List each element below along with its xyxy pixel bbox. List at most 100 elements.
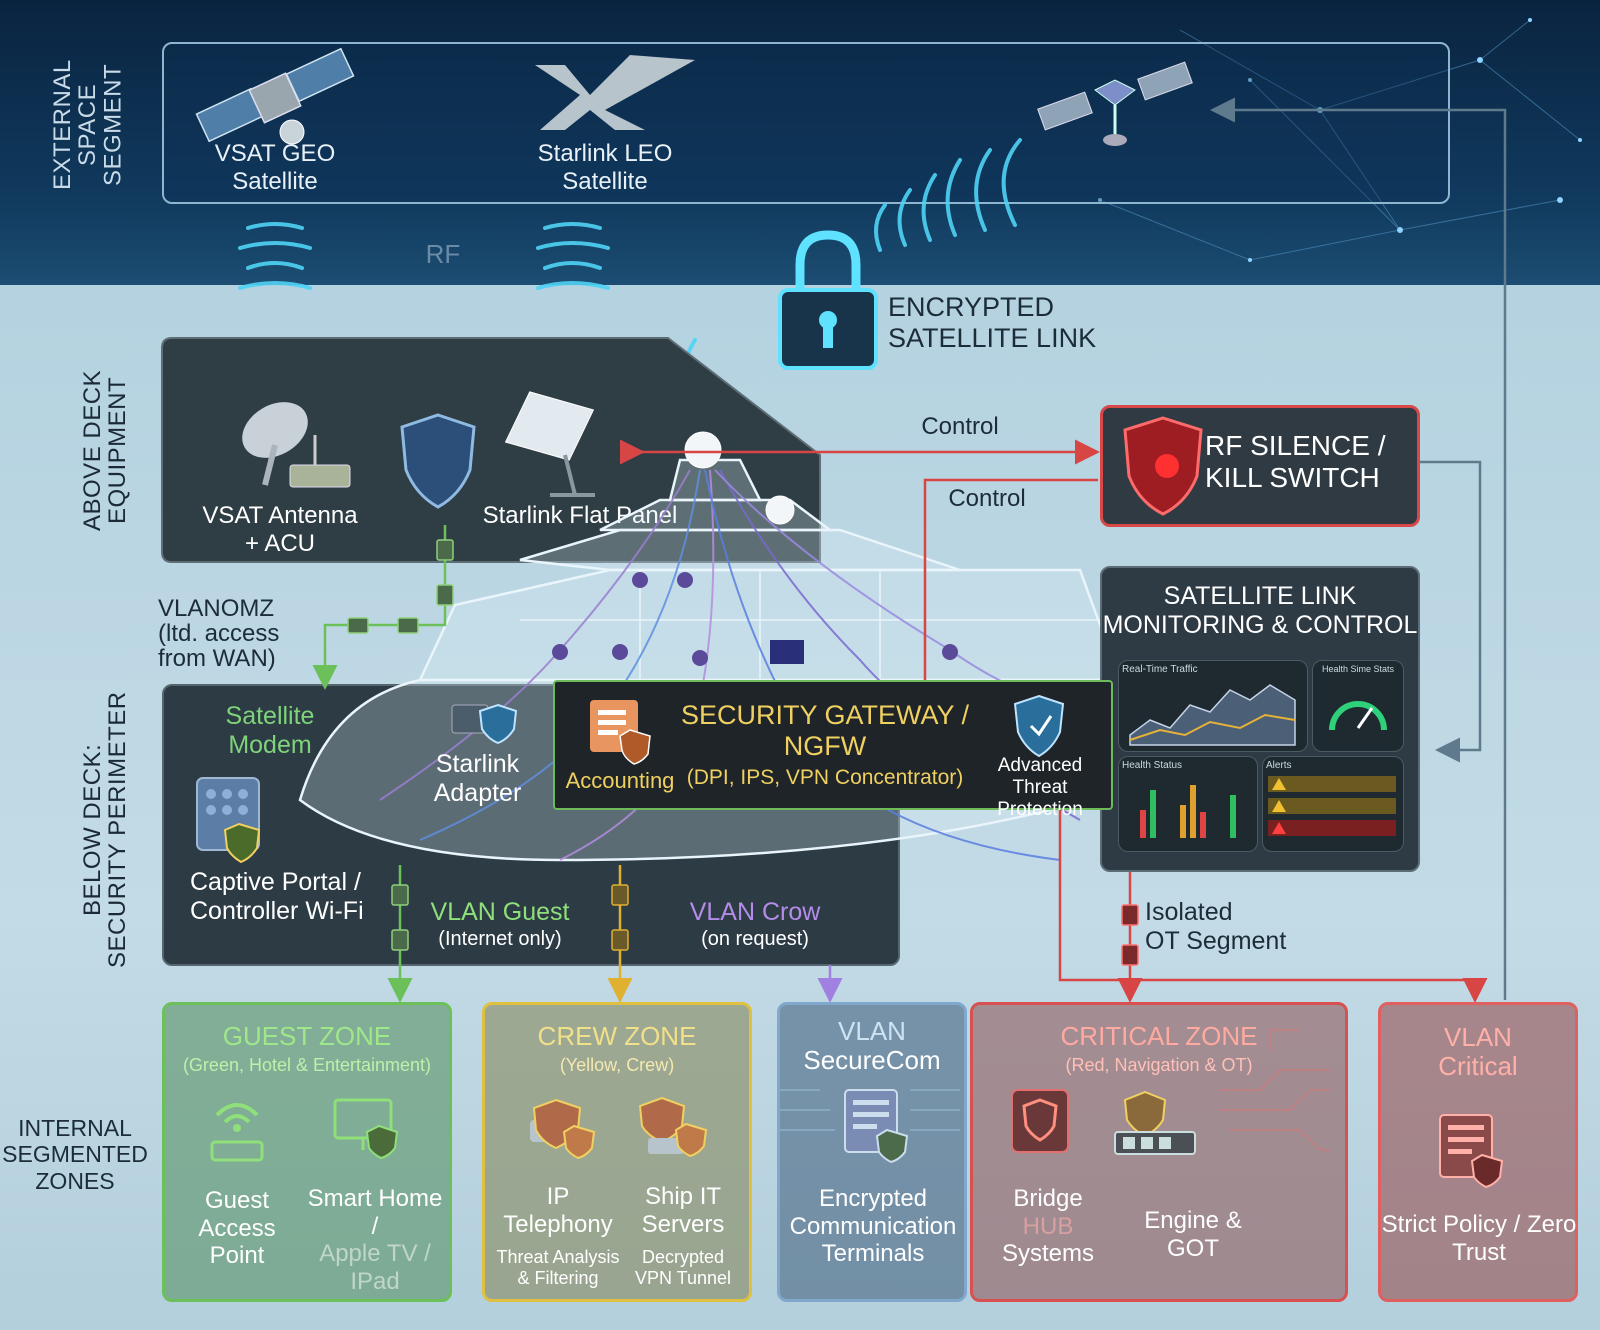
starlink-adapter-label: Starlink Adapter (433, 750, 522, 807)
atp-label: Advanced Threat Protection (997, 755, 1083, 820)
vlan-dmz-line1: VLANOMZ (158, 595, 275, 622)
vsat-dish-icon (242, 402, 351, 488)
kill-switch-line1: RF SILENCE / (1205, 430, 1386, 461)
gateway-title1: SECURITY GATEWAY / (680, 700, 970, 730)
starlink-panel-icon (504, 391, 595, 497)
satellite-modem-label: Satellite Modem (225, 702, 315, 759)
vlan-crow-label: VLAN Crow (689, 898, 821, 926)
engine-label: Engine & GOT (1144, 1207, 1242, 1262)
vsat-geo-satellite-icon (195, 47, 355, 145)
vlan-critical-title2: Critical (1438, 1050, 1518, 1081)
health-bars-icon (1140, 785, 1236, 838)
gateway-title: SECURITY GATEWAY / NGFW (670, 700, 980, 762)
realtime-traffic-label: Real-Time Traffic (1122, 664, 1198, 675)
accounting-label: Accounting (565, 768, 675, 793)
encrypted-line2: SATELLITE LINK (888, 323, 1097, 354)
ip-telephony-label: IP Telephony (503, 1183, 613, 1238)
control-label-2: Control (948, 485, 1026, 512)
strict-policy-icon (1439, 1114, 1504, 1189)
isolated-line1: Isolated (1145, 898, 1233, 926)
ip-phone-icon (530, 1098, 596, 1160)
vsat-antenna-label: VSAT Antenna + ACU (202, 502, 358, 557)
captive-portal-label: Captive Portal / Controller Wi-Fi (190, 868, 364, 925)
engine-control-icon (1114, 1090, 1196, 1155)
vlan-dmz-label: VLANOMZ (ltd. access from WAN) (158, 596, 318, 672)
guest-zone[interactable]: GUEST ZONE (Green, Hotel & Entertainment… (162, 1002, 452, 1302)
guest-zone-sub: (Green, Hotel & Entertainment) (182, 1055, 432, 1075)
alert-rows-icon (1268, 776, 1396, 836)
securecom-title: VLAN SecureCom (780, 1017, 964, 1074)
encrypted-terminal-icon (844, 1089, 909, 1164)
monitoring-title: SATELLITE LINK MONITORING & CONTROL (1102, 582, 1418, 640)
health-status-label: Health Status (1122, 760, 1183, 771)
vlan-critical-title: VLAN Critical (1381, 1023, 1575, 1080)
smart-home-line2: Apple TV / IPad (319, 1240, 431, 1295)
kill-switch-label: RF SILENCE / KILL SWITCH (1205, 430, 1405, 494)
vlan-dmz-line2: (ltd. access (158, 620, 280, 648)
vlan-guest-sub: (Internet only) (438, 928, 562, 950)
vlan-crow-sub: (on request) (701, 928, 809, 950)
starlink-leo-label: Starlink LEO Satellite (537, 140, 673, 195)
kill-switch-line2: KILL SWITCH (1205, 462, 1380, 494)
isolated-line2: OT Segment (1145, 926, 1287, 955)
vlan-guest-label: VLAN Guest (430, 898, 570, 926)
monitoring-title2: MONITORING & CONTROL (1102, 610, 1418, 639)
crew-zone-sub: (Yellow, Crew) (559, 1055, 675, 1075)
bridge-line3: Systems (1001, 1240, 1094, 1268)
vlan-dmz-line3: from WAN) (158, 645, 276, 673)
strict-policy-label: Strict Policy / Zero Trust (1381, 1211, 1577, 1266)
circuit-traces-blue-icon (780, 1089, 960, 1131)
health-stats-label: Health Sime Stats (1321, 664, 1395, 674)
monitoring-title1: SATELLITE LINK (1163, 582, 1357, 610)
critical-zone-sub: (Red, Navigation & OT) (1065, 1055, 1253, 1075)
smart-home-label: Smart Home / Apple TV / IPad (305, 1185, 445, 1295)
encrypted-terminals-label: Encrypted Communication Terminals (789, 1185, 957, 1268)
encrypted-line1: ENCRYPTED (888, 292, 1055, 322)
satellite-icon (1037, 61, 1193, 146)
isolated-ot-label: Isolated OT Segment (1145, 898, 1305, 956)
guest-ap-label: Guest Access Point (198, 1187, 276, 1270)
ship-it-label: Ship IT Servers (641, 1183, 725, 1238)
vsat-geo-label: VSAT GEO Satellite (214, 140, 336, 195)
crew-zone-title: CREW ZONE (537, 1021, 697, 1051)
bridge-label: Bridge HUB Systems (988, 1185, 1108, 1268)
guest-zone-title: GUEST ZONE (222, 1021, 392, 1051)
securecom-zone[interactable]: VLAN SecureCom Encrypted Communication T… (777, 1002, 967, 1302)
critical-zone-title: CRITICAL ZONE (1060, 1021, 1258, 1051)
securecom-title2: SecureCom (803, 1044, 941, 1075)
ship-it-sub: Decrypted VPN Tunnel (634, 1247, 732, 1288)
traffic-chart-icon (1129, 684, 1296, 746)
external-space-box (162, 42, 1450, 204)
bridge-line1: Bridge (1013, 1185, 1083, 1212)
encrypted-link-label: ENCRYPTED SATELLITE LINK (888, 292, 1098, 354)
space-segment-background (0, 0, 1600, 285)
bridge-hub-icon (1011, 1089, 1069, 1153)
ip-telephony-sub: Threat Analysis & Filtering (496, 1247, 620, 1288)
control-label-1: Control (921, 413, 999, 440)
smart-home-tv-icon (333, 1098, 399, 1160)
gauge-icon (1329, 701, 1387, 731)
gateway-subtitle: (DPI, IPS, VPN Concentrator) (686, 766, 964, 789)
alerts-label: Alerts (1266, 760, 1292, 771)
gateway-title2: NGFW (783, 731, 867, 762)
rf-label: RF (425, 239, 461, 269)
server-icon (638, 1096, 708, 1158)
circuit-traces-icon (1220, 1029, 1330, 1151)
smart-home-line1: Smart Home / (307, 1185, 443, 1240)
vlan-critical-title1: VLAN (1444, 1022, 1512, 1052)
shield-icon (400, 413, 476, 509)
crew-zone[interactable]: CREW ZONE (Yellow, Crew) IP Telephony Th… (482, 1002, 752, 1302)
bridge-line2: HUB (1022, 1212, 1074, 1240)
securecom-title1: VLAN (838, 1016, 906, 1046)
